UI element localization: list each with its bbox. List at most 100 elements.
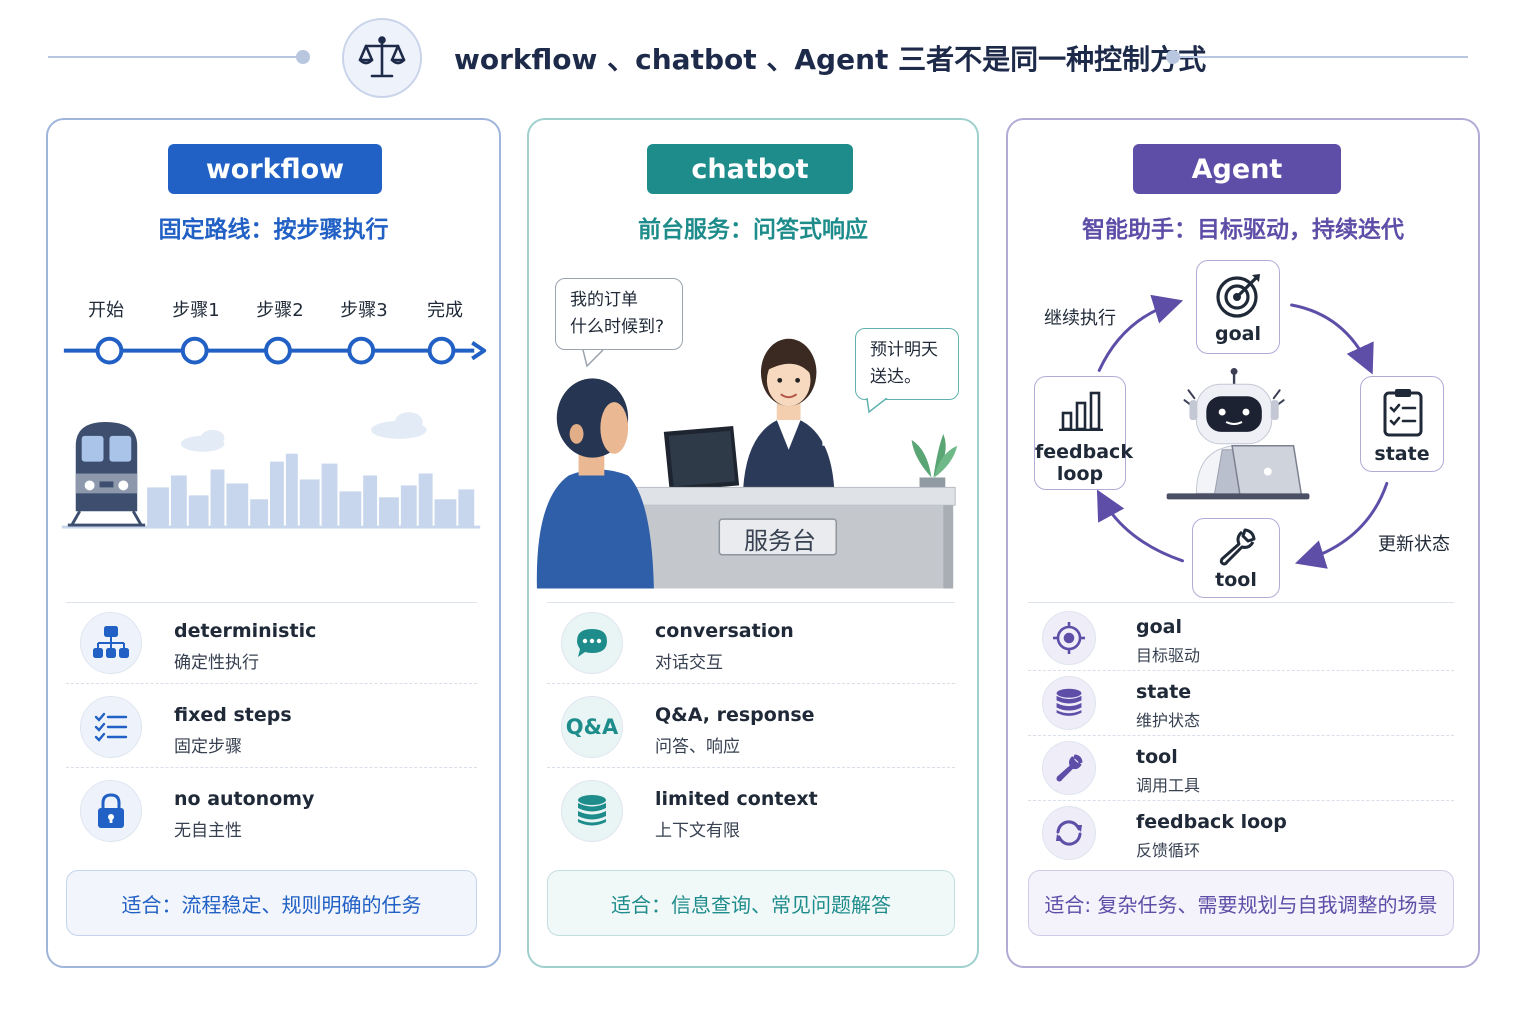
clipboard-icon [1383,389,1423,437]
goal-node: goal [1196,260,1280,354]
chatbot-panel: chatbot 前台服务：问答式响应 [527,118,979,968]
bar-chart-icon [1059,391,1103,431]
train-icon [67,421,146,527]
feature-en: no autonomy [174,788,315,810]
chatbot-separator [547,602,955,603]
header-line-left [48,56,300,58]
wrench-icon [1042,741,1096,795]
feature-en: conversation [655,620,794,642]
answer-line-2: 送达。 [870,367,921,387]
header-dot-right [1166,50,1180,64]
tool-node-label: tool [1215,569,1257,591]
workflow-pill: workflow [168,144,382,194]
feature-en: state [1136,681,1192,703]
page-title: workflow 、chatbot 、Agent 三者不是同一种控制方式 [454,43,1207,76]
feature-zh: 反馈循环 [1136,841,1201,860]
chatbot-illustration [536,338,958,589]
checklist-icon [80,696,142,758]
feature-en: limited context [655,788,818,810]
database-icon [561,780,623,842]
workflow-separator [66,602,477,603]
feature-zh: 维护状态 [1136,711,1201,730]
feature-deterministic: deterministic 确定性执行 [66,604,477,684]
question-line-2: 什么时候到? [570,317,665,337]
workflow-panel: workflow 固定路线：按步骤执行 开始 步骤1 步骤2 步骤3 完成 [46,118,501,968]
feature-qa-response: Q&A Q&A, response 问答、响应 [547,688,955,768]
feature-fixed-steps: fixed steps 固定步骤 [66,688,477,768]
question-bubble-tail [582,350,604,368]
qa-badge-text: Q&A [565,715,619,739]
feature-conversation: conversation 对话交互 [547,604,955,684]
update-state-label: 更新状态 [1378,534,1450,555]
workflow-subtitle: 固定路线：按步骤执行 [158,217,389,243]
feature-feedback-loop: feedback loop 反馈循环 [1028,801,1454,866]
lock-icon [80,780,142,842]
state-node-label: state [1374,443,1430,465]
feature-zh: 对话交互 [655,653,723,673]
timeline [63,336,487,365]
feature-zh: 目标驱动 [1136,646,1201,665]
feature-en: tool [1136,746,1178,768]
tool-node: tool [1192,518,1280,598]
hierarchy-icon [80,612,142,674]
step-start-label: 开始 [88,300,124,321]
feature-en: Q&A, response [655,704,815,726]
workflow-fit-box: 适合：流程稳定、规则明确的任务 [66,870,477,936]
feature-zh: 无自主性 [174,821,242,841]
service-desk [627,486,956,589]
agent-cycle-arrows [1096,294,1389,569]
plant-icon [911,433,958,492]
feature-tool: tool 调用工具 [1028,736,1454,801]
qa-icon: Q&A [561,696,623,758]
feature-en: feedback loop [1136,811,1287,833]
step-1-label: 步骤1 [172,300,220,321]
desk-sign: 服务台 [744,526,816,555]
chat-icon [561,612,623,674]
receptionist-figure [743,338,835,490]
feature-zh: 调用工具 [1136,776,1201,795]
feature-en: deterministic [174,620,317,642]
reply-bubble-tail [866,398,888,414]
header-dot-left [296,50,310,64]
chatbot-subtitle: 前台服务：问答式响应 [638,217,868,243]
feature-no-autonomy: no autonomy 无自主性 [66,772,477,852]
monitor-icon [663,425,740,500]
agent-pill: Agent [1133,144,1341,194]
feature-zh: 固定步骤 [174,737,242,757]
feature-zh: 确定性执行 [174,653,259,673]
goal-node-label: goal [1215,323,1261,345]
target-icon [1042,611,1096,665]
continue-label: 继续执行 [1044,308,1116,329]
workflow-illustration [61,336,487,529]
feedback-loop-node: feedback loop [1034,376,1133,490]
chatbot-fit-box: 适合：信息查询、常见问题解答 [547,870,955,936]
robot-icon [1166,367,1310,500]
agent-panel: Agent 智能助手：目标驱动，持续迭代 [1006,118,1480,968]
feature-zh: 问答、响应 [655,737,740,757]
database-icon [1042,676,1096,730]
reply-bubble: 预计明天 送达。 [855,328,959,400]
agent-subtitle: 智能助手：目标驱动，持续迭代 [1082,217,1404,243]
step-3-label: 步骤3 [340,300,388,321]
step-2-label: 步骤2 [256,300,304,321]
agent-separator [1028,602,1454,603]
target-icon [1216,274,1260,318]
scale-icon [342,18,422,98]
state-node: state [1360,376,1444,472]
wrench-icon [1219,528,1256,566]
header-line-right [1176,56,1468,58]
step-done-label: 完成 [427,300,463,321]
feature-state: state 维护状态 [1028,671,1454,736]
question-line-1: 我的订单 [570,290,638,310]
feature-en: goal [1136,616,1182,638]
answer-line-1: 预计明天 [870,340,938,360]
customer-question-bubble: 我的订单 什么时候到? [555,278,683,350]
chatbot-pill: chatbot [647,144,853,194]
feature-goal: goal 目标驱动 [1028,606,1454,671]
feedback-node-label-2: loop [1056,463,1104,485]
customer-figure [536,378,654,589]
feature-limited-context: limited context 上下文有限 [547,772,955,852]
agent-fit-box: 适合: 复杂任务、需要规划与自我调整的场景 [1028,870,1454,936]
feature-en: fixed steps [174,704,292,726]
feature-zh: 上下文有限 [655,821,740,841]
